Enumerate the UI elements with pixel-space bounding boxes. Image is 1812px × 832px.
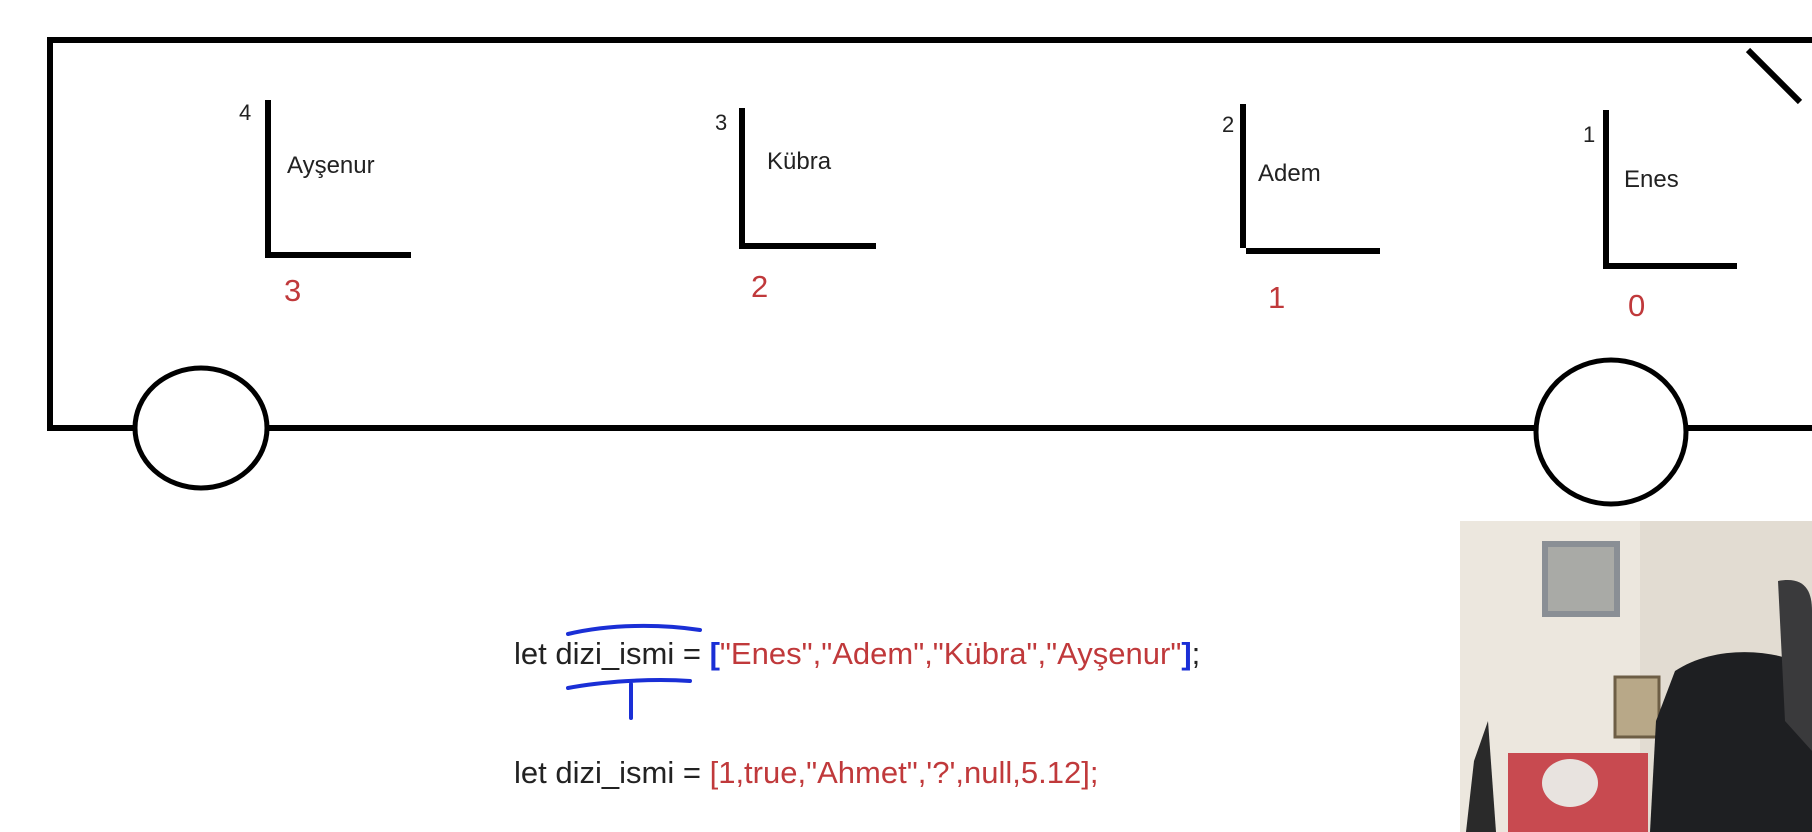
webcam-pillow	[1542, 759, 1598, 807]
bus-body	[47, 37, 1812, 431]
seat-number: 4	[239, 100, 251, 125]
webcam-scene	[1460, 521, 1812, 832]
seat-label: Adem	[1258, 160, 1321, 187]
seat-label: Ayşenur	[287, 152, 375, 179]
webcam-overlay	[1460, 521, 1812, 832]
code-equals: =	[682, 755, 701, 790]
code-array-items: "Enes","Adem","Kübra","Ayşenur"	[719, 636, 1182, 671]
seat-index: 2	[751, 269, 768, 304]
code-line-1: let dizi_ismi = ["Enes","Adem","Kübra","…	[514, 636, 1200, 672]
seat-label: Kübra	[767, 148, 832, 175]
bus-windshield-line	[1745, 47, 1803, 105]
annotation-overline	[566, 623, 702, 636]
seat-index: 1	[1268, 280, 1285, 315]
code-keyword: let	[514, 636, 547, 671]
code-variable-name: dizi_ismi	[555, 636, 675, 671]
seat-shape	[1603, 110, 1737, 269]
code-close-bracket: ]	[1181, 636, 1192, 671]
bus-wheel-rear	[132, 365, 270, 491]
webcam-chair	[1650, 652, 1812, 832]
seat-enes: 1 Enes 0	[1583, 110, 1737, 323]
seat-shape	[739, 108, 876, 249]
seat-number: 1	[1583, 122, 1595, 147]
seat-shape	[265, 100, 411, 258]
seat-number: 2	[1222, 112, 1234, 137]
seat-number: 3	[715, 110, 727, 135]
seat-aysenur: 4 Ayşenur 3	[239, 100, 411, 308]
webcam-guitar	[1466, 721, 1496, 832]
seat-index: 0	[1628, 288, 1645, 323]
bus-wheel-front	[1533, 357, 1689, 507]
code-array-value: [1,true,"Ahmet",'?',null,5.12];	[709, 755, 1099, 790]
webcam-cabinet	[1613, 675, 1661, 739]
code-variable-name: dizi_ismi	[555, 755, 675, 790]
code-semicolon: ;	[1191, 636, 1201, 671]
code-keyword: let	[514, 755, 547, 790]
code-line-2: let dizi_ismi = [1,true,"Ahmet",'?',null…	[514, 755, 1098, 791]
seat-kubra: 3 Kübra 2	[715, 108, 876, 304]
code-open-bracket: [	[709, 636, 720, 671]
code-equals: =	[682, 636, 701, 671]
webcam-photo-collage-inner	[1548, 547, 1614, 611]
webcam-person	[1778, 580, 1812, 751]
seat-index: 3	[284, 273, 301, 308]
seat-adem: 2 Adem 1	[1222, 104, 1380, 315]
annotation-underline	[566, 677, 692, 690]
seat-label: Enes	[1624, 166, 1679, 193]
